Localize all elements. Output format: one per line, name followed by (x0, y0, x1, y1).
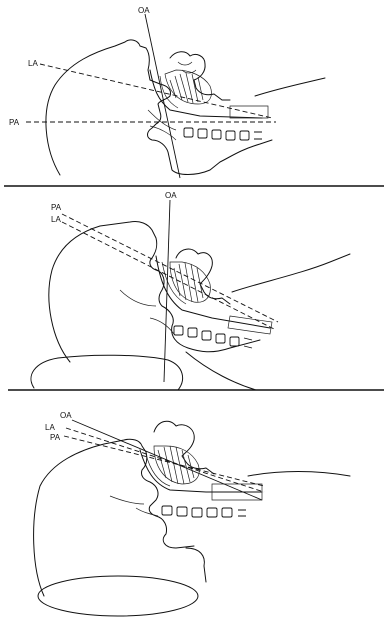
esophagus-middle (162, 262, 272, 334)
label-la-middle: LA (51, 215, 61, 224)
head-outline-top (46, 40, 272, 175)
head-outline-bottom (34, 439, 194, 596)
oa-axis-top (145, 14, 180, 178)
ear-middle (176, 249, 230, 304)
label-oa-top: OA (138, 6, 150, 15)
trachea-top (150, 70, 262, 118)
oa-axis-middle (164, 200, 170, 382)
label-pa-middle: PA (51, 203, 62, 212)
panel-middle: PA LA OA (8, 191, 384, 390)
panel-top: OA LA PA (4, 6, 384, 186)
neck-back-bottom (248, 472, 350, 477)
vertebrae-bottom (162, 506, 246, 517)
neck-front-bottom (186, 548, 206, 582)
neck-back-top (255, 78, 325, 96)
neck-front-middle (186, 352, 256, 390)
tongue-hatch-bottom (154, 446, 199, 484)
label-oa-bottom: OA (60, 411, 72, 420)
label-oa-middle: OA (165, 191, 177, 200)
panel-bottom: OA LA PA (34, 411, 350, 616)
pillow-bottom (38, 576, 198, 616)
vertebrae-top (184, 128, 262, 140)
label-la-top: LA (28, 59, 38, 68)
label-pa-bottom: PA (50, 433, 61, 442)
label-la-bottom: LA (45, 423, 55, 432)
la-axis-bottom (66, 428, 264, 492)
pa-axis-bottom (64, 436, 264, 486)
mouth-top (148, 110, 176, 140)
pillow-middle (31, 355, 183, 390)
vertebrae-middle (174, 326, 252, 348)
label-pa-top: PA (9, 118, 20, 127)
pa-axis-middle (62, 214, 278, 322)
ear-top (170, 52, 230, 100)
head-outline-middle (49, 221, 260, 362)
oa-axis-bottom (72, 420, 262, 500)
neck-back-middle (232, 254, 350, 292)
